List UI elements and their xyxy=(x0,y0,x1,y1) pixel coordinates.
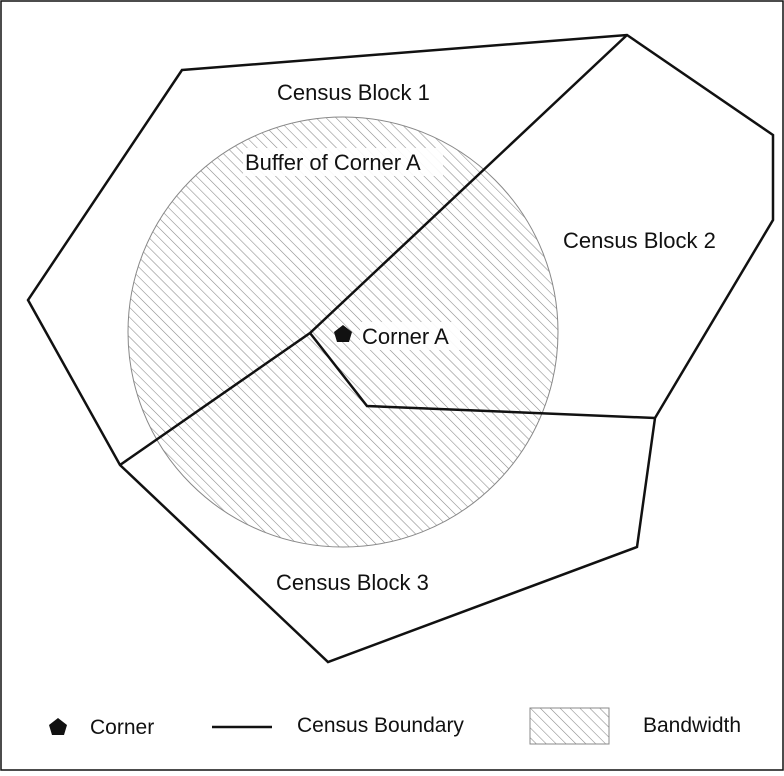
buffer-label-bg xyxy=(243,148,443,176)
legend: Corner Census Boundary Bandwidth xyxy=(49,707,741,745)
outer-boundary xyxy=(26,33,775,664)
legend-corner-icon xyxy=(49,718,67,735)
legend-corner-label: Corner xyxy=(90,716,154,739)
boundary-block2-block3 xyxy=(309,332,656,420)
census-block-3-label: Census Block 3 xyxy=(276,570,429,595)
census-block-1-label: Census Block 1 xyxy=(277,80,430,105)
census-block-2-label: Census Block 2 xyxy=(563,228,716,253)
legend-bandwidth-label: Bandwidth xyxy=(643,714,741,737)
buffer-label: Buffer of Corner A xyxy=(245,150,421,175)
legend-boundary-label: Census Boundary xyxy=(297,714,464,737)
corner-label-bg xyxy=(360,322,460,350)
legend-bandwidth-swatch-icon xyxy=(529,707,610,745)
pentagon-icon xyxy=(334,325,352,342)
corner-a-label: Corner A xyxy=(362,324,449,349)
